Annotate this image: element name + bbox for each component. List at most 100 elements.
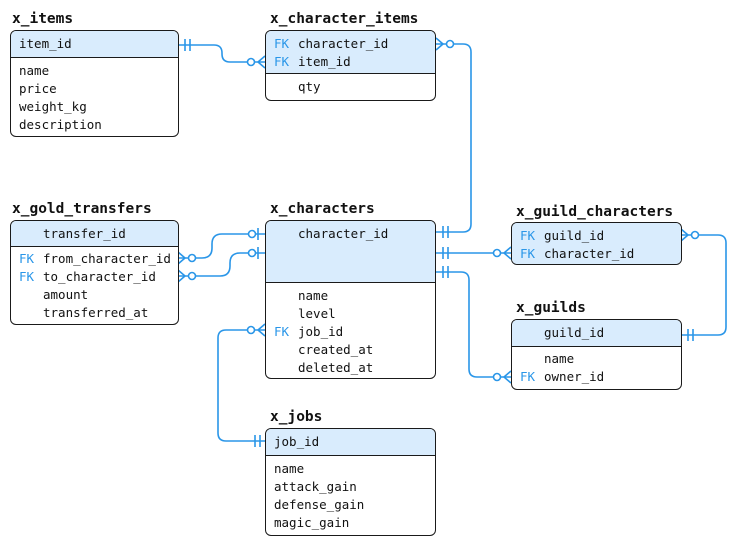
table-title-x-characters: x_characters (270, 201, 375, 217)
column-name: transfer_id (43, 226, 126, 241)
column-row: FK job_id (266, 323, 435, 341)
pk-column-row: character_id (266, 225, 435, 243)
column-row: name (11, 62, 178, 80)
column-row: transferred_at (11, 304, 178, 322)
column-name: created_at (298, 342, 374, 357)
table-x-items[interactable]: item_id name price weight_kg description (10, 30, 179, 137)
pk-section: FK character_id FK item_id (266, 31, 435, 74)
column-name: name (298, 288, 329, 303)
column-name: item_id (298, 54, 351, 69)
column-row: description (11, 116, 178, 134)
fk-marker: FK (274, 54, 290, 69)
column-name: attack_gain (274, 479, 357, 494)
column-row: magic_gain (266, 514, 435, 532)
column-name: character_id (298, 36, 389, 51)
column-row: created_at (266, 341, 435, 359)
column-row: level (266, 305, 435, 323)
table-title-x-guilds: x_guilds (516, 300, 586, 316)
column-name: amount (43, 287, 89, 302)
rel-characters-guilds-owner (436, 266, 512, 384)
column-name: deleted_at (298, 360, 374, 375)
pk-section: item_id (11, 31, 178, 58)
column-name: level (298, 306, 336, 321)
table-x-characters[interactable]: character_id name level FK job_id created… (265, 220, 436, 379)
pk-section: transfer_id (11, 221, 178, 247)
column-name: from_character_id (43, 251, 171, 266)
column-row: name (512, 350, 681, 368)
fk-marker: FK (274, 36, 290, 51)
table-x-character-items[interactable]: FK character_id FK item_id qty (265, 30, 436, 101)
column-name: defense_gain (274, 497, 365, 512)
pk-section: job_id (266, 429, 435, 456)
pk-section: FK guild_id FK character_id (512, 223, 681, 264)
columns-section: FK from_character_id FK to_character_id am… (11, 247, 178, 322)
rel-items-character-items (178, 39, 266, 69)
table-title-x-character-items: x_character_items (270, 11, 419, 27)
column-name: name (19, 63, 50, 78)
rel-guilds-guild-characters (680, 228, 727, 341)
column-row: defense_gain (266, 496, 435, 514)
column-row: name (266, 460, 435, 478)
column-name: job_id (298, 324, 344, 339)
table-x-gold-transfers[interactable]: transfer_id FK from_character_id FK to_cha… (10, 220, 179, 325)
column-name: magic_gain (274, 515, 350, 530)
pk-section: character_id (266, 221, 435, 283)
column-name: weight_kg (19, 99, 87, 114)
column-name: description (19, 117, 102, 132)
column-row: deleted_at (266, 359, 435, 377)
table-title-x-gold-transfers: x_gold_transfers (12, 201, 152, 217)
fk-marker: FK (19, 251, 35, 266)
column-row: weight_kg (11, 98, 178, 116)
fk-marker: FK (520, 369, 536, 384)
fk-marker: FK (19, 269, 35, 284)
rel-characters-character-items (435, 37, 472, 238)
column-name: character_id (544, 246, 635, 261)
table-title-x-jobs: x_jobs (270, 409, 323, 425)
column-name: qty (298, 79, 321, 94)
column-row: name (266, 287, 435, 305)
column-name: guild_id (544, 325, 605, 340)
pk-column-row: guild_id (512, 324, 681, 342)
pk-column-row: FK item_id (266, 53, 435, 71)
pk-column-row: item_id (11, 35, 178, 53)
columns-section: qty (266, 74, 435, 96)
table-x-guild-characters[interactable]: FK guild_id FK character_id (511, 222, 682, 265)
pk-column-row: FK character_id (512, 245, 681, 263)
column-name: item_id (19, 36, 72, 51)
columns-section: name price weight_kg description (11, 58, 178, 134)
column-row: attack_gain (266, 478, 435, 496)
pk-column-row: transfer_id (11, 225, 178, 243)
table-x-jobs[interactable]: job_id name attack_gain defense_gain mag… (265, 428, 436, 536)
rel-jobs-characters (217, 323, 266, 447)
columns-section: name level FK job_id created_at deleted_a… (266, 283, 435, 377)
column-name: transferred_at (43, 305, 149, 320)
column-name: guild_id (544, 228, 605, 243)
column-name: price (19, 81, 57, 96)
column-row: price (11, 80, 178, 98)
rel-characters-gold-to (177, 247, 265, 283)
pk-column-row: job_id (266, 433, 435, 451)
fk-marker: FK (274, 324, 290, 339)
pk-column-row: FK guild_id (512, 227, 681, 245)
fk-marker: FK (520, 246, 536, 261)
rel-characters-gold-from (177, 228, 265, 265)
column-row: qty (266, 78, 435, 96)
column-name: name (274, 461, 305, 476)
column-name: job_id (274, 434, 320, 449)
column-name: name (544, 351, 575, 366)
column-name: character_id (298, 226, 389, 241)
pk-section: guild_id (512, 320, 681, 347)
column-row: FK to_character_id (11, 268, 178, 286)
column-row: FK from_character_id (11, 250, 178, 268)
rel-characters-guild-characters (436, 246, 512, 260)
fk-marker: FK (520, 228, 536, 243)
table-title-x-items: x_items (12, 11, 74, 27)
pk-column-row: FK character_id (266, 35, 435, 53)
columns-section: name attack_gain defense_gain magic_gain (266, 456, 435, 532)
column-name: to_character_id (43, 269, 156, 284)
